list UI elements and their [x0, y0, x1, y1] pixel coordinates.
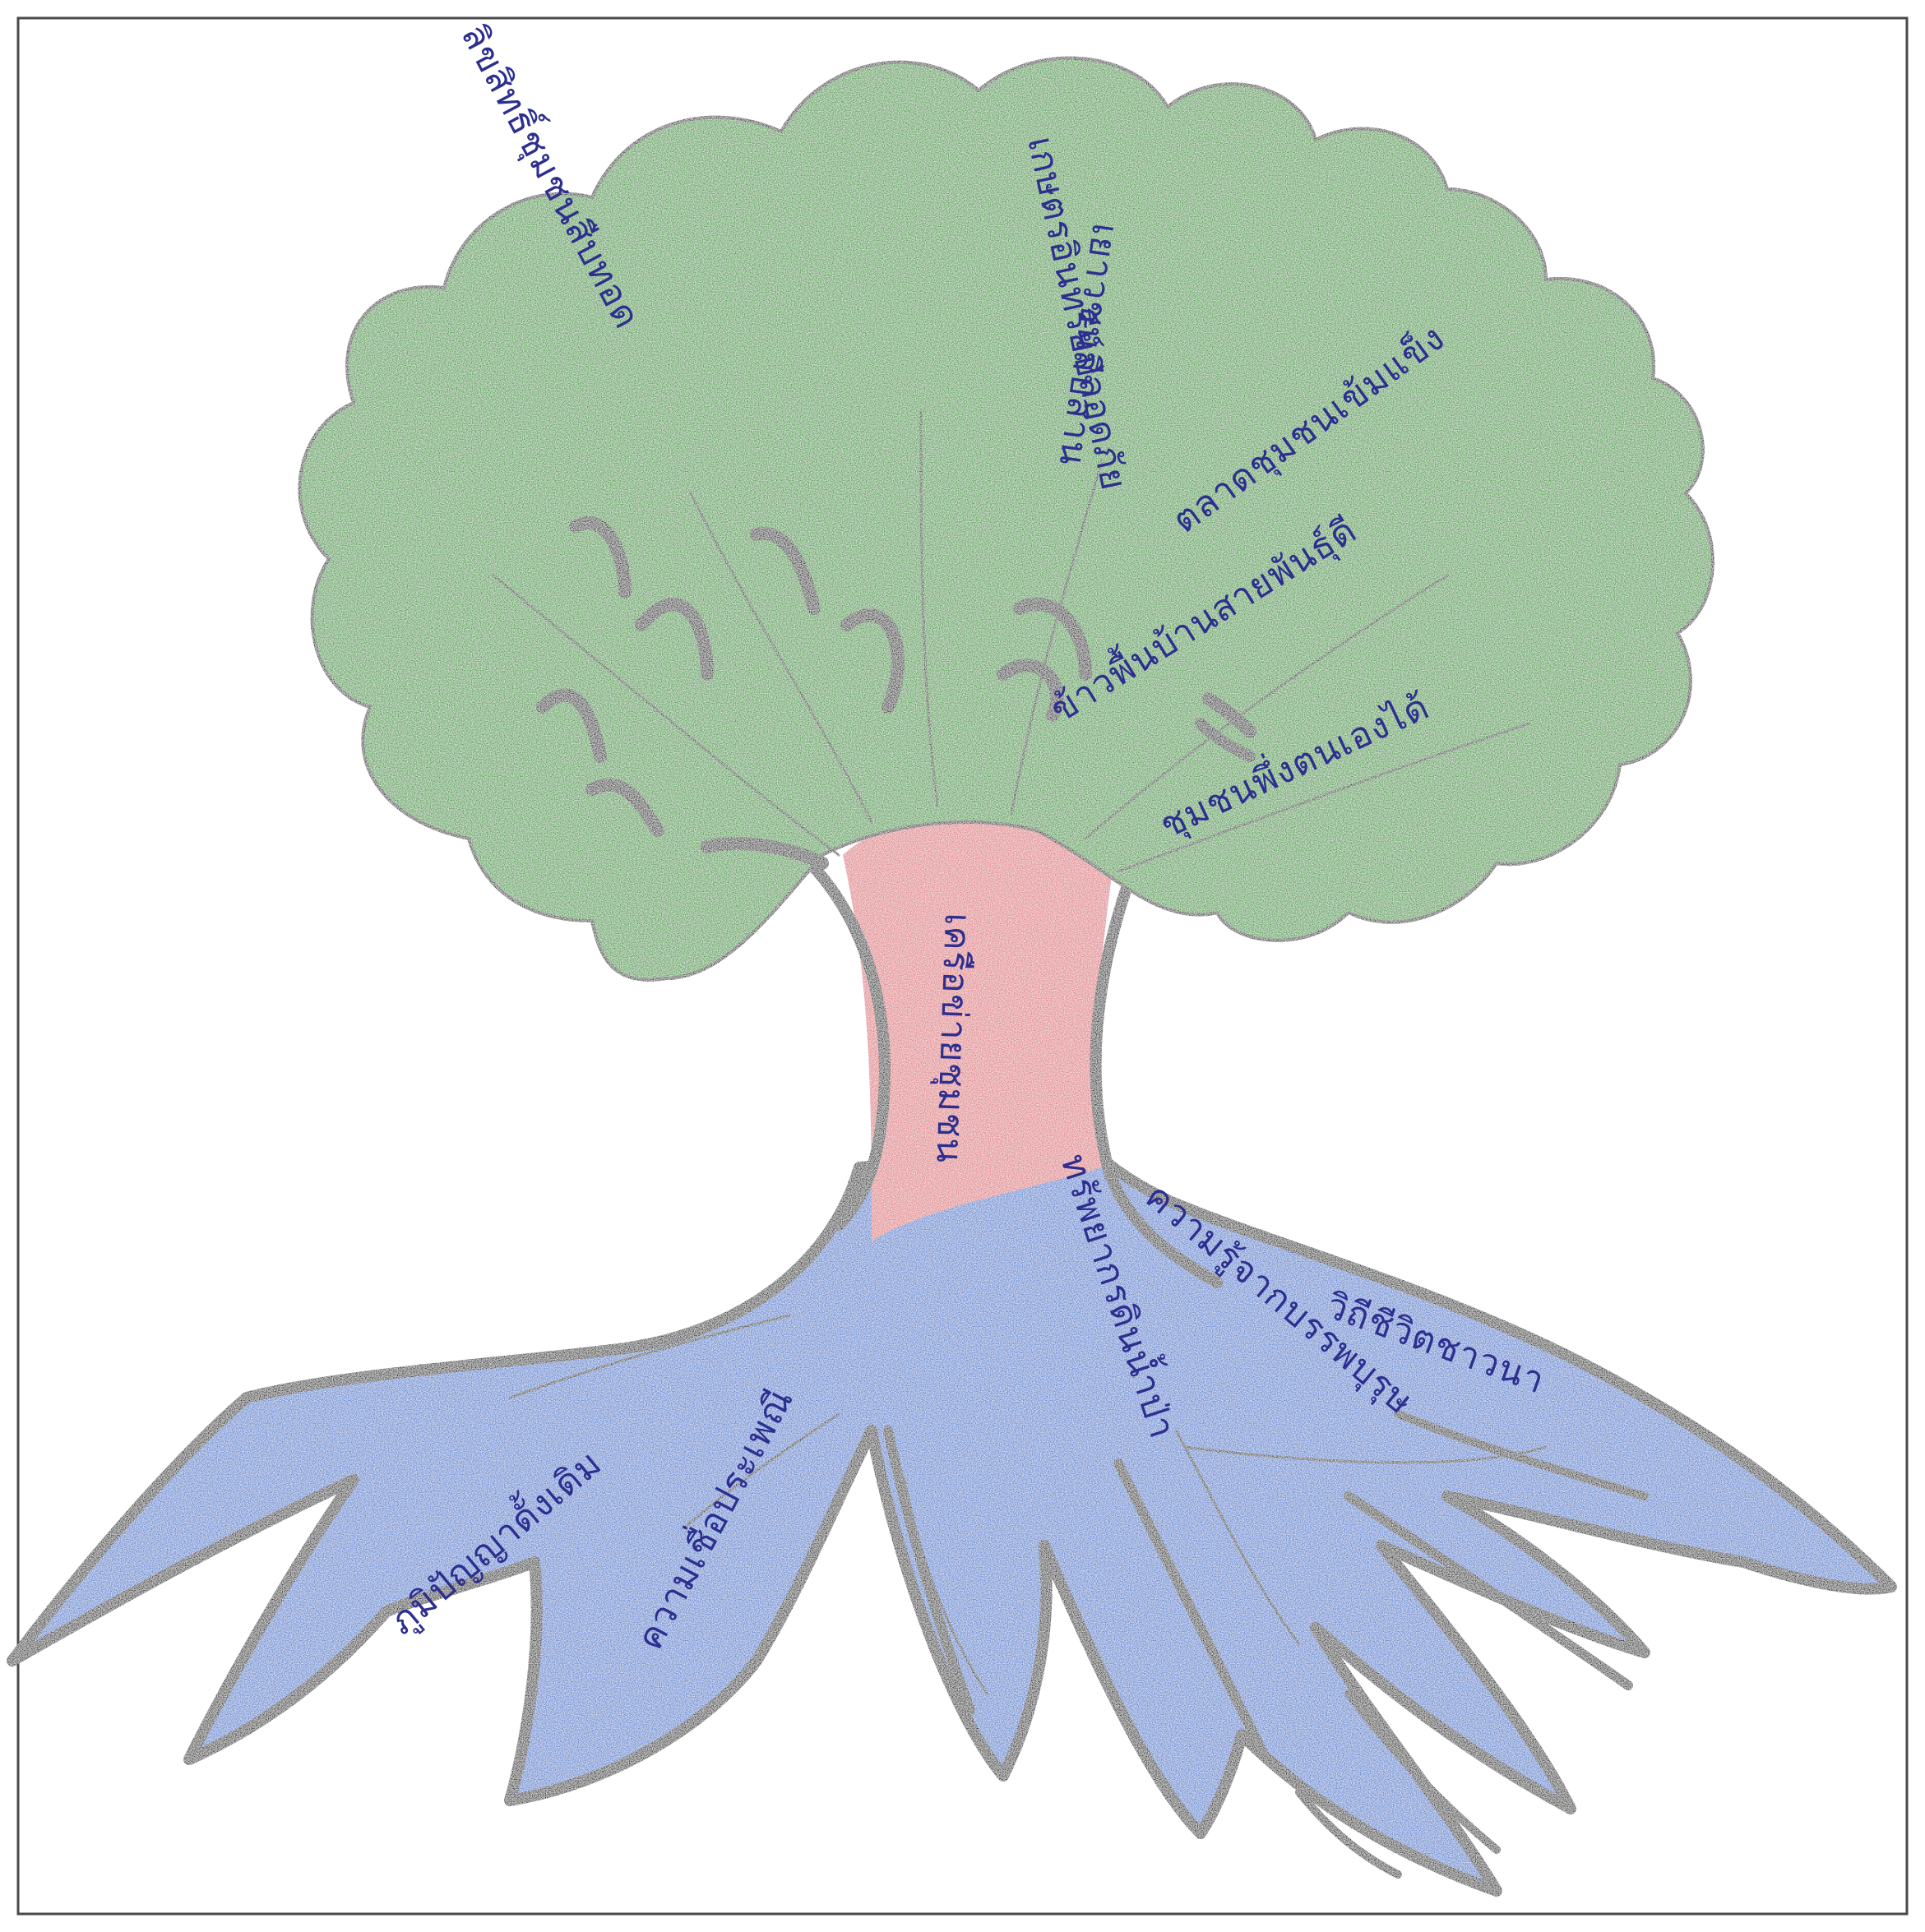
roots-fill [12, 1151, 1891, 1891]
roots [12, 1151, 1891, 1891]
